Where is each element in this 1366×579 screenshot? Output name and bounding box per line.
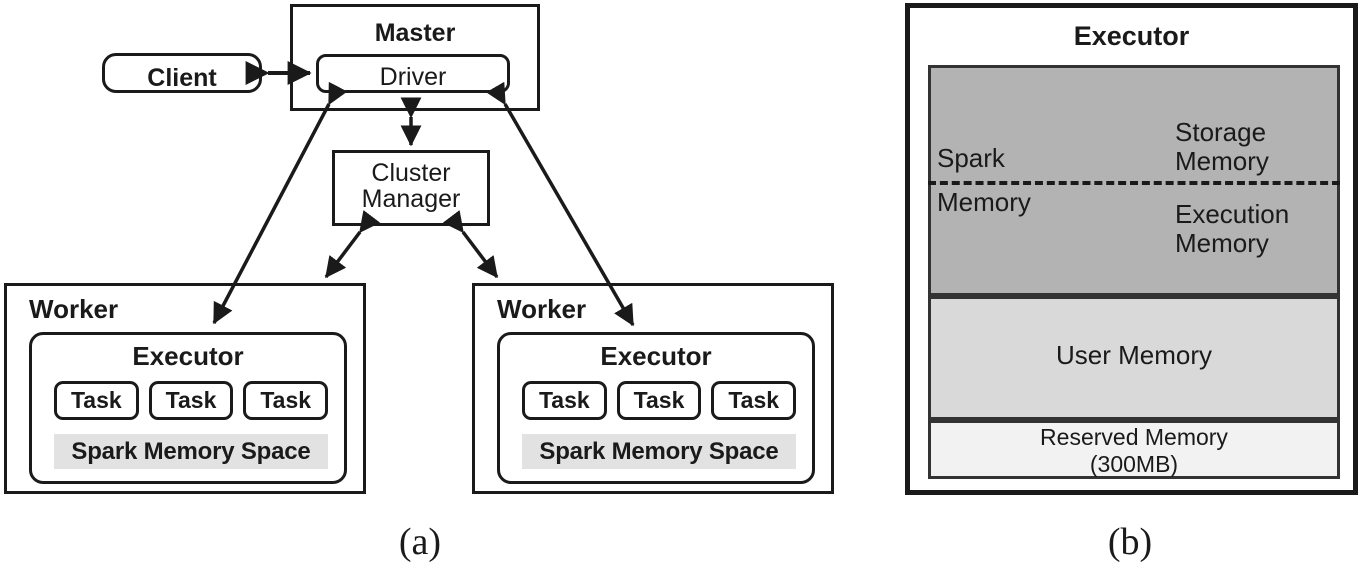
task-row-right: Task Task Task [522, 381, 797, 420]
executor-label-right: Executor [600, 341, 712, 371]
worker-label-right: Worker [497, 294, 587, 324]
reserved-memory-label-line1: Reserved Memory [1040, 424, 1228, 450]
executor-box-left[interactable]: Executor Task Task Task Spark Memory Spa… [29, 332, 347, 484]
spark-memory-space-right[interactable]: Spark Memory Space [522, 434, 796, 469]
driver-box[interactable]: Driver [316, 54, 510, 93]
reserved-memory-segment[interactable] [928, 420, 1340, 479]
cluster-manager-box[interactable]: Cluster Manager [332, 150, 490, 226]
execution-memory-label-line1: Execution [1175, 199, 1290, 229]
cluster-manager-label-line2: Manager [361, 185, 461, 214]
worker-box-left[interactable]: Worker Executor Task Task Task Spark Mem… [4, 283, 366, 494]
user-memory-segment[interactable] [928, 296, 1340, 420]
cluster-manager-label-line1: Cluster [371, 159, 451, 187]
client-label: Client [147, 64, 217, 92]
task-box[interactable]: Task [616, 381, 702, 420]
storage-memory-label-line2: Memory [1175, 146, 1269, 177]
execution-memory-label-line2: Memory [1175, 228, 1269, 259]
spark-memory-segment[interactable] [928, 65, 1340, 296]
worker-label-left: Worker [29, 294, 119, 324]
spark-memory-label-line1: Spark [937, 143, 1005, 173]
cluster-manager-label: Cluster Manager [335, 160, 487, 213]
executor-box-right[interactable]: Executor Task Task Task Spark Memory Spa… [497, 332, 815, 484]
user-memory-label: User Memory [1055, 340, 1212, 370]
storage-execution-divider [928, 181, 1340, 185]
task-row-left: Task Task Task [54, 381, 329, 420]
task-box[interactable]: Task [54, 381, 139, 420]
execution-memory-label: Execution Memory [1175, 199, 1290, 259]
client-box[interactable]: Client [102, 53, 262, 93]
task-box[interactable]: Task [711, 381, 797, 420]
reserved-memory-label: Reserved Memory (300MB) [928, 424, 1340, 478]
caption-a: (a) [398, 521, 442, 563]
master-label: Master [374, 19, 456, 47]
storage-memory-label-line1: Storage [1175, 117, 1267, 147]
reserved-memory-label-line2: (300MB) [1089, 451, 1179, 478]
driver-label: Driver [379, 63, 447, 91]
executor-title: Executor [1073, 21, 1190, 51]
spark-memory-label-line2: Memory [937, 187, 1031, 217]
task-box[interactable]: Task [243, 381, 329, 420]
caption-b: (b) [1107, 521, 1153, 563]
panel-a-cluster-architecture: Client Master Driver Cluster Manager Wor… [4, 4, 834, 494]
executor-label-left: Executor [132, 341, 244, 371]
spark-memory-space-left[interactable]: Spark Memory Space [54, 434, 328, 469]
task-box[interactable]: Task [522, 381, 607, 420]
panel-b-executor-memory-layout: Executor Spark Memory Storage Memory Exe… [880, 0, 1366, 579]
worker-box-right[interactable]: Worker Executor Task Task Task Spark Mem… [472, 283, 834, 494]
storage-memory-label: Storage Memory [1175, 117, 1269, 177]
task-box[interactable]: Task [148, 381, 234, 420]
